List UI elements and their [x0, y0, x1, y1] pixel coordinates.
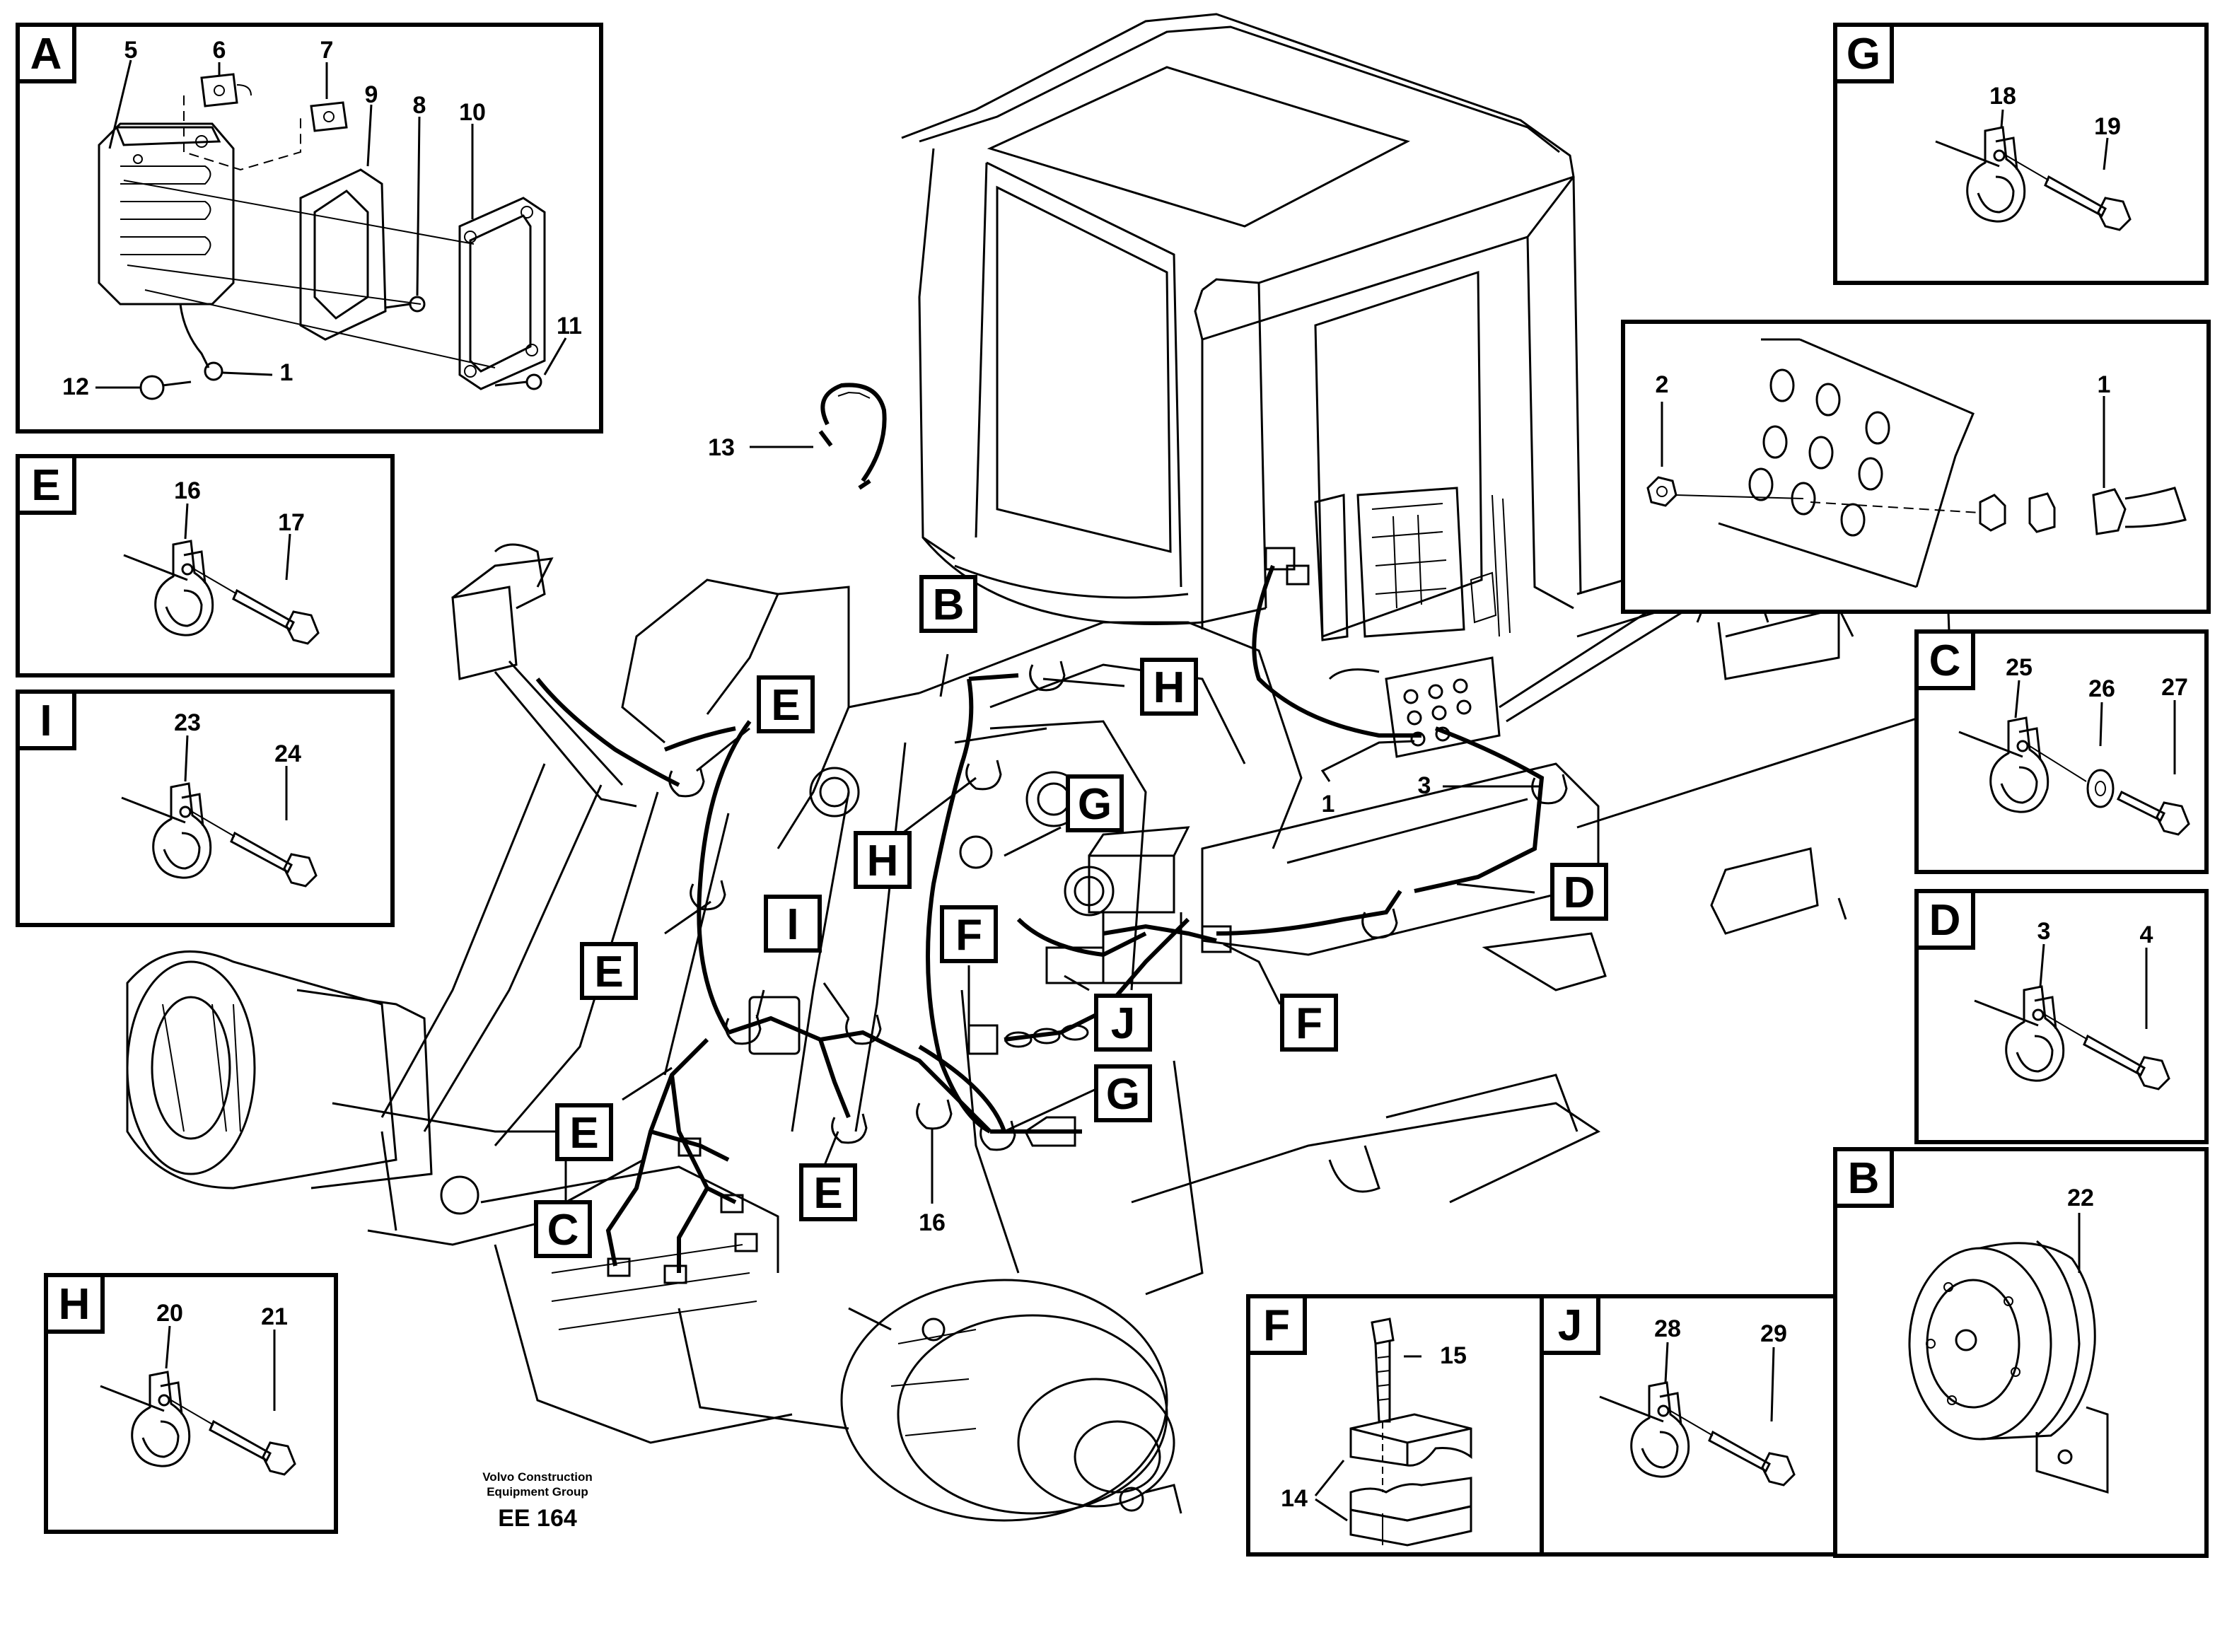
panel-f-letter: F	[1263, 1301, 1290, 1350]
panel-i-callout-24: 24	[274, 740, 301, 767]
panel-g: G 18 19	[1833, 23, 2209, 285]
svg-text:B: B	[933, 581, 965, 629]
connector-callout-2: 2	[1656, 371, 1669, 398]
panel-f-callout-15: 15	[1440, 1342, 1467, 1369]
panel-h: H 20 21	[44, 1273, 338, 1534]
leader-lines	[565, 446, 1684, 1204]
location-tag-e-left: E	[580, 942, 638, 1000]
main-callouts: 13 1 3 16	[708, 434, 1431, 1236]
document-code: EE 164	[498, 1505, 577, 1532]
panel-h-letter: H	[59, 1280, 91, 1329]
panel-b-letter: B	[1848, 1154, 1880, 1203]
panel-f: F 15 14	[1246, 1294, 1544, 1557]
panel-j-callout-28: 28	[1654, 1315, 1681, 1342]
credit-line-1: Volvo Construction	[482, 1470, 593, 1484]
svg-text:E: E	[594, 948, 623, 996]
svg-text:E: E	[569, 1109, 598, 1158]
panel-j-callout-29: 29	[1760, 1320, 1787, 1347]
location-tag-d: D	[1550, 863, 1608, 921]
callout-13: 13	[708, 434, 735, 461]
panel-c-callout-25: 25	[2006, 654, 2033, 681]
panel-d-callout-3: 3	[2037, 918, 2051, 945]
panel-e-letter: E	[31, 461, 60, 510]
location-tag-g-mid: G	[1066, 774, 1124, 832]
panel-a-callout-9: 9	[365, 81, 378, 108]
svg-text:F: F	[955, 911, 982, 960]
harness-clamps	[607, 547, 1568, 1284]
svg-text:H: H	[1153, 663, 1185, 712]
panel-g-callout-18: 18	[1989, 83, 2016, 110]
callout-1: 1	[1322, 791, 1335, 818]
panel-b: B 22	[1833, 1147, 2209, 1558]
panel-a-callout-11: 11	[557, 313, 582, 339]
svg-text:H: H	[867, 837, 899, 885]
panel-a-callout-6: 6	[213, 37, 226, 64]
clip-ring-13	[818, 383, 887, 490]
panel-i-letter: I	[40, 697, 52, 745]
svg-text:E: E	[771, 681, 800, 730]
credit-line-2: Equipment Group	[487, 1485, 588, 1499]
location-tag-f-right: F	[1280, 994, 1338, 1052]
svg-text:G: G	[1078, 780, 1112, 829]
panel-a-letter: A	[30, 30, 62, 78]
svg-text:I: I	[786, 900, 798, 949]
panel-a-callout-10: 10	[459, 99, 486, 126]
panel-h-callout-21: 21	[261, 1303, 288, 1330]
panel-d: D 3 4	[1914, 889, 2209, 1144]
panel-c-callout-26: 26	[2088, 675, 2115, 702]
panel-j: J 28 29	[1540, 1294, 1837, 1557]
panel-f-callout-14: 14	[1281, 1485, 1308, 1512]
location-tag-c: C	[534, 1200, 592, 1258]
panel-d-letter: D	[1929, 896, 1961, 945]
wiring-harness	[535, 564, 1545, 1273]
panel-e-callout-17: 17	[278, 509, 305, 536]
location-tag-b: B	[919, 575, 977, 633]
panel-a-callout-5: 5	[124, 37, 138, 64]
location-tag-i: I	[764, 895, 822, 953]
panel-i: I 23 24	[16, 690, 395, 927]
location-tags: B H E G H F E I J D F E G E C	[534, 575, 1608, 1258]
connector-callout-1: 1	[2098, 371, 2111, 398]
callout-16: 16	[919, 1209, 946, 1236]
panel-b-callout-22: 22	[2067, 1185, 2094, 1211]
location-tag-e-low: E	[799, 1163, 857, 1221]
svg-text:D: D	[1564, 868, 1595, 917]
svg-text:C: C	[547, 1206, 579, 1255]
panel-a-callout-7: 7	[320, 37, 334, 64]
panel-a-callout-1: 1	[280, 359, 293, 386]
location-tag-e-mid: E	[555, 1103, 613, 1161]
panel-h-callout-20: 20	[156, 1300, 183, 1327]
connector-detail: 2 1	[1621, 320, 2211, 614]
callout-3: 3	[1418, 772, 1431, 799]
location-tag-e-top: E	[757, 675, 815, 733]
panel-a-callout-12: 12	[62, 373, 89, 400]
location-tag-f-mid: F	[940, 905, 998, 963]
location-tag-h-top: H	[1140, 658, 1198, 716]
location-tag-j: J	[1094, 994, 1152, 1052]
svg-text:J: J	[1111, 999, 1135, 1048]
panel-a: A 5 6 7 9 8 10 11	[16, 23, 603, 434]
panel-c: C 25 26 27	[1914, 629, 2209, 874]
svg-text:G: G	[1106, 1070, 1140, 1119]
panel-j-letter: J	[1558, 1301, 1582, 1350]
panel-c-callout-27: 27	[2161, 674, 2188, 701]
location-tag-h-mid: H	[854, 831, 912, 889]
panel-i-callout-23: 23	[174, 709, 201, 736]
panel-g-letter: G	[1847, 30, 1880, 78]
location-tag-g-low: G	[1094, 1064, 1152, 1122]
svg-text:E: E	[813, 1169, 842, 1218]
panel-d-callout-4: 4	[2140, 921, 2153, 948]
panel-e-callout-16: 16	[174, 477, 201, 504]
panel-g-callout-19: 19	[2094, 113, 2121, 140]
svg-text:F: F	[1296, 999, 1322, 1048]
panel-e: E 16 17	[16, 454, 395, 677]
drawing-credit: Volvo Construction Equipment Group EE 16…	[482, 1470, 593, 1532]
panel-a-callout-8: 8	[413, 92, 426, 119]
panel-c-letter: C	[1929, 636, 1961, 685]
